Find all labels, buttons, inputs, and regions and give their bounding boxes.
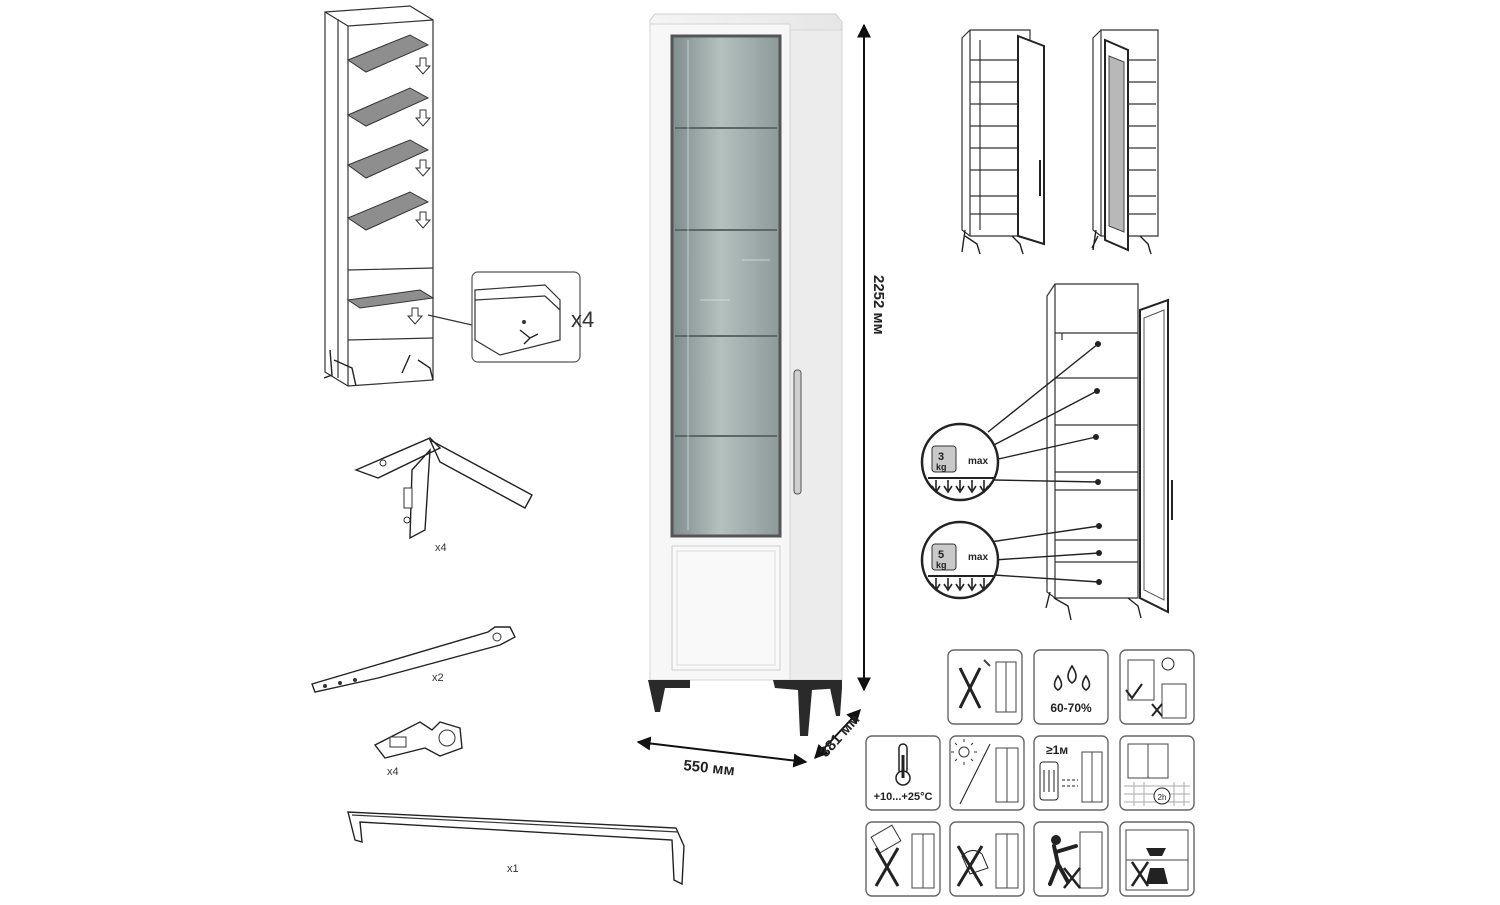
load-capacity-sketch: 3 kg max 5 kg max xyxy=(920,283,1173,621)
no-abrasive-icon xyxy=(949,821,1025,897)
hinge-part: x4 xyxy=(373,721,463,778)
heater-distance-icon: ≥1м xyxy=(1033,735,1109,811)
handle-qty: x1 xyxy=(507,863,519,875)
legs-qty: x4 xyxy=(435,542,447,554)
shelf-load-max: max xyxy=(968,456,988,467)
shelf-load-unit: kg xyxy=(936,462,947,472)
unpack-badge: 2h xyxy=(1158,793,1167,802)
depth-dimension: 381 мм xyxy=(816,711,863,761)
assembly-cabinet-sketch: x4 xyxy=(323,5,594,387)
drawer-load-value: 5 xyxy=(938,549,944,561)
open-door-sketch-left xyxy=(961,29,1045,255)
handle-part: x1 xyxy=(347,811,685,886)
no-liquid-icon xyxy=(947,649,1023,725)
drawer-load-max: max xyxy=(968,552,988,563)
unpack-time-icon: 2h xyxy=(1119,735,1195,811)
shelf-support-qty: x4 xyxy=(571,307,594,332)
leg-part: x4 xyxy=(354,437,533,554)
open-door-sketch-right xyxy=(1091,29,1159,255)
humidity-text: 60-70% xyxy=(1050,701,1092,715)
no-chemicals-icon xyxy=(865,821,941,897)
width-dimension: 550 мм xyxy=(683,757,736,779)
no-leaning-icon xyxy=(1033,821,1109,897)
temperature-text: +10...+25°C xyxy=(874,791,933,803)
humidity-icon: 60-70% xyxy=(1033,649,1109,725)
distance-text: ≥1м xyxy=(1046,743,1068,757)
drawer-load-unit: kg xyxy=(936,560,947,570)
no-heavy-load-icon xyxy=(1119,821,1195,897)
temperature-icon: +10...+25°C xyxy=(865,735,941,811)
cabinet-rendering xyxy=(648,13,843,736)
door-adjust-icon xyxy=(1119,649,1195,725)
height-dimension: 2252 мм xyxy=(870,275,887,335)
strap-qty: x2 xyxy=(432,672,444,684)
hinges-qty: x4 xyxy=(387,766,399,778)
no-sunlight-icon xyxy=(949,735,1025,811)
shelf-load-value: 3 xyxy=(938,451,944,463)
care-icons-grid: 60-70% +10...+25°C ≥1м xyxy=(865,649,1195,897)
strap-part: x2 xyxy=(311,626,516,693)
